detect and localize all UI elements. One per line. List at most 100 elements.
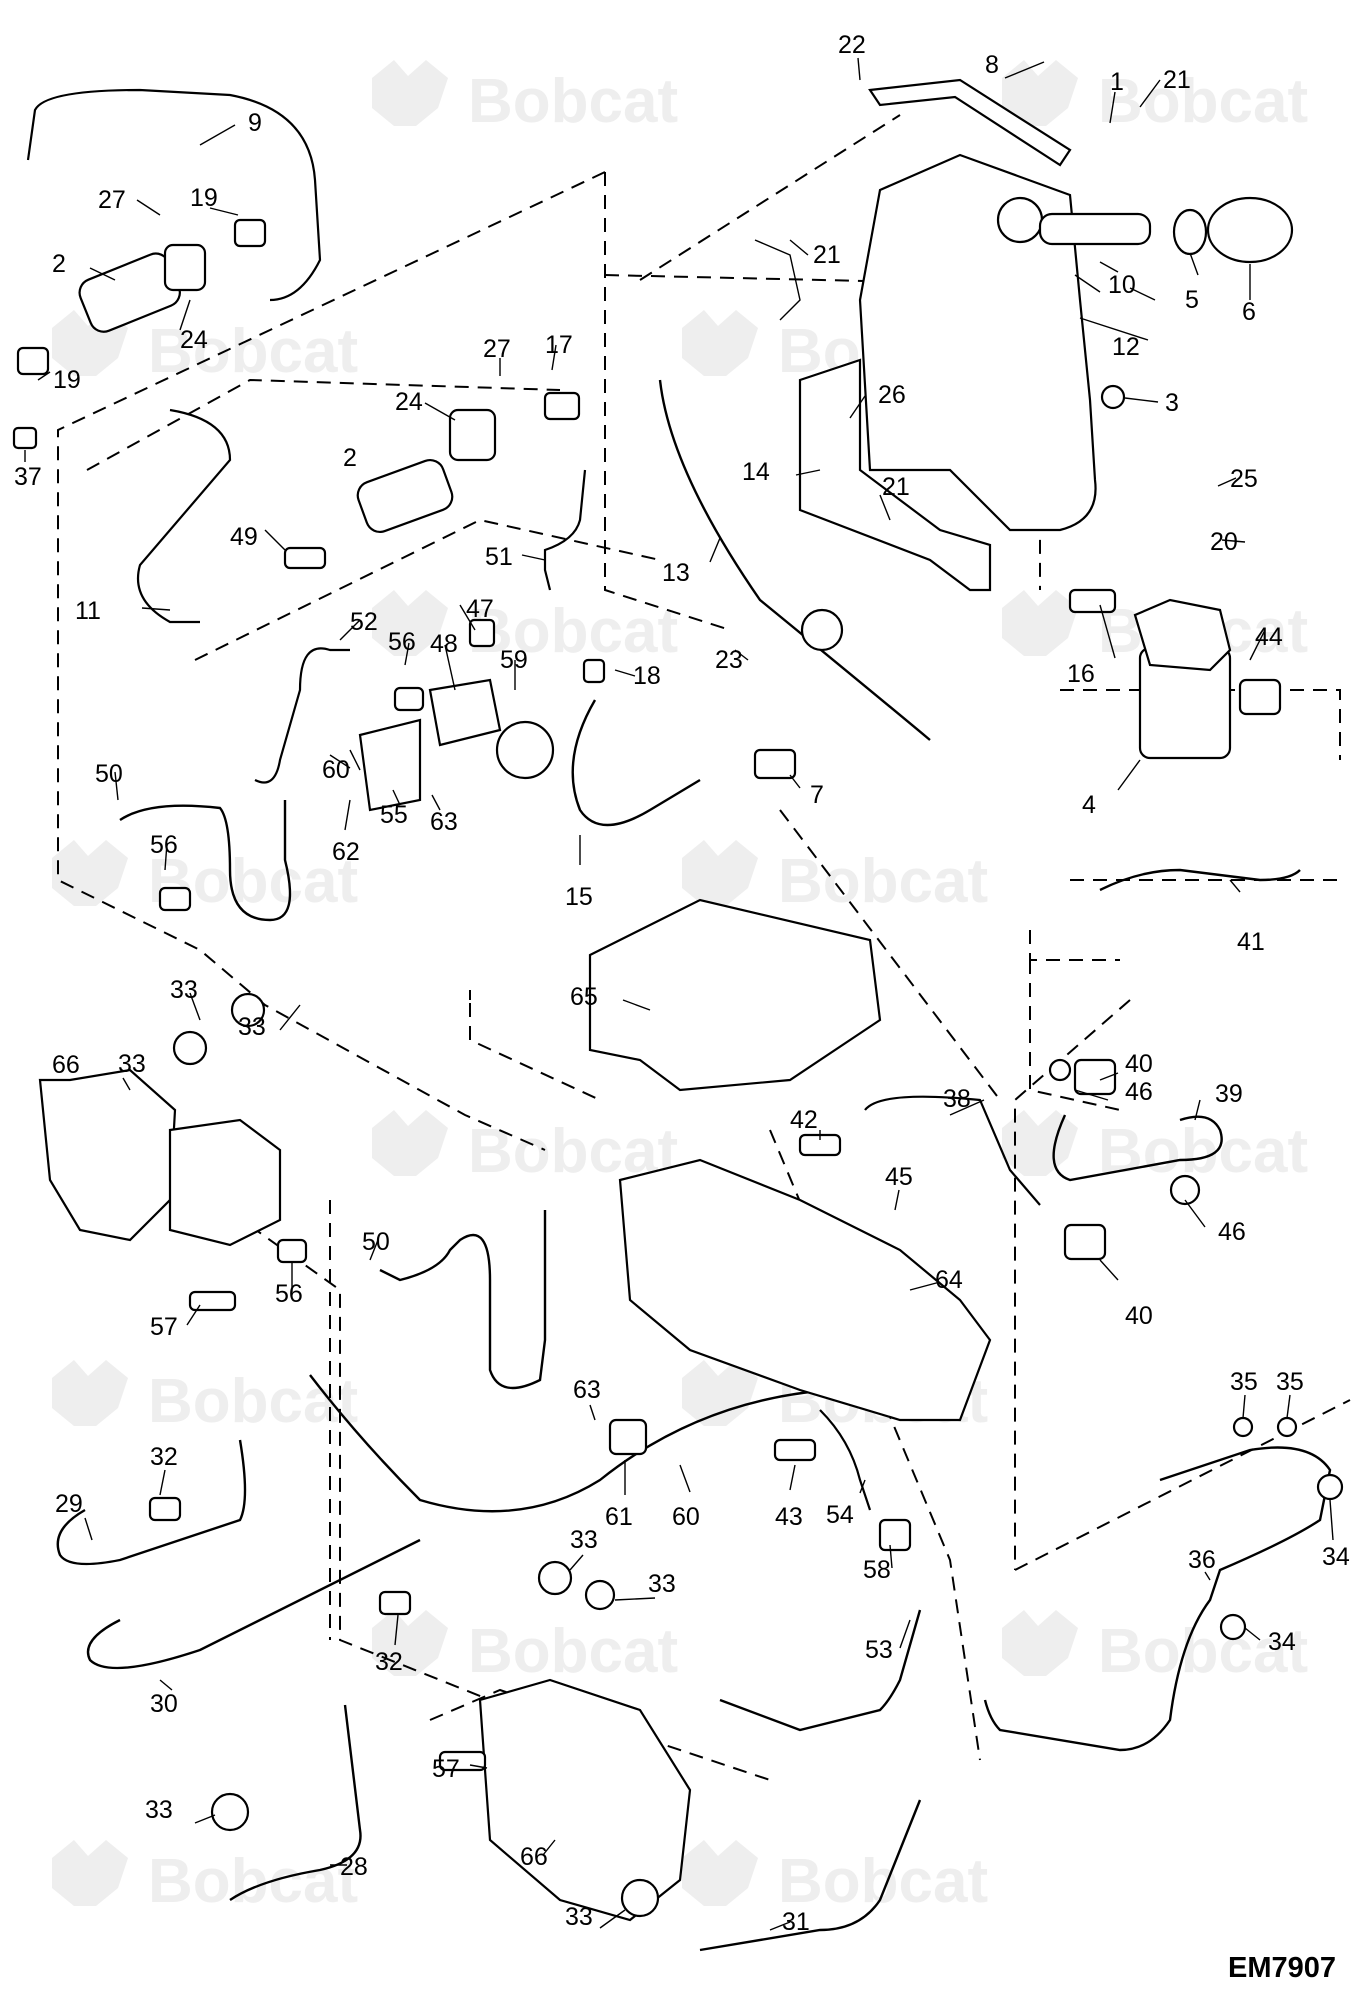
bobcat-watermarks: Bobcat Bobcat Bobcat Bobcat Bobcat Bobca… bbox=[52, 60, 1308, 1916]
callout-label: 22 bbox=[838, 31, 866, 59]
fitting-32 bbox=[148, 1496, 182, 1522]
callout-label: 33 bbox=[570, 1526, 598, 1554]
callout-label: 50 bbox=[362, 1228, 390, 1256]
watermark: Bobcat bbox=[372, 1110, 678, 1186]
components bbox=[12, 78, 1344, 1922]
callout-label: 57 bbox=[150, 1313, 178, 1341]
callout-label: 39 bbox=[1215, 1080, 1243, 1108]
callout-label: 19 bbox=[190, 184, 218, 212]
tube-54 bbox=[819, 1409, 872, 1511]
fitting-33 bbox=[584, 1579, 616, 1611]
callout-label: 46 bbox=[1125, 1078, 1153, 1106]
filler-neck bbox=[996, 196, 1044, 244]
callout-label: 66 bbox=[52, 1051, 80, 1079]
fitting-43 bbox=[773, 1438, 817, 1462]
callout-label: 33 bbox=[145, 1796, 173, 1824]
hose-31 bbox=[699, 1799, 922, 1952]
callout-label: 64 bbox=[935, 1266, 963, 1294]
fitting-40 bbox=[1073, 1058, 1117, 1096]
tube-11 bbox=[136, 408, 232, 624]
pump-lower bbox=[478, 1678, 692, 1922]
fitting-57 bbox=[188, 1290, 237, 1312]
callout-label: 44 bbox=[1255, 623, 1283, 651]
svg-text:Bobcat: Bobcat bbox=[468, 597, 678, 666]
callout-label: 56 bbox=[388, 628, 416, 656]
hose-lower-left bbox=[309, 1374, 831, 1513]
svg-text:Bobcat: Bobcat bbox=[148, 1847, 358, 1916]
callout-label: 33 bbox=[238, 1013, 266, 1041]
callout-label: 7 bbox=[810, 781, 824, 809]
solenoid-coil bbox=[495, 720, 555, 780]
watermark: Bobcat bbox=[52, 840, 358, 916]
callout-label: 57 bbox=[432, 1755, 460, 1783]
pump-upper-gear bbox=[168, 1118, 282, 1247]
plug bbox=[1100, 384, 1126, 410]
callout-label: 2 bbox=[52, 250, 66, 278]
watermark: Bobcat bbox=[1002, 1110, 1308, 1186]
callout-label: 60 bbox=[672, 1503, 700, 1531]
fitting-40 bbox=[1063, 1223, 1107, 1261]
hose-36 bbox=[983, 1446, 1332, 1752]
clamp-23 bbox=[800, 608, 844, 652]
callout-label: 51 bbox=[485, 543, 513, 571]
callout-label: 28 bbox=[340, 1853, 368, 1881]
callout-label: 11 bbox=[75, 597, 101, 625]
callout-label: 47 bbox=[466, 595, 494, 623]
callout-label: 56 bbox=[275, 1280, 303, 1308]
callout-label: 53 bbox=[865, 1636, 893, 1664]
clamp-24 bbox=[163, 243, 207, 292]
callout-label: 60 bbox=[322, 756, 350, 784]
callout-label: 37 bbox=[14, 463, 42, 491]
fill-tube bbox=[1038, 212, 1152, 246]
fitting-19 bbox=[233, 218, 267, 248]
hose-29 bbox=[56, 1439, 247, 1566]
callout-label: 24 bbox=[395, 388, 423, 416]
callout-label: 15 bbox=[565, 883, 593, 911]
callout-label: 65 bbox=[570, 983, 598, 1011]
callout-label: 56 bbox=[150, 831, 178, 859]
callout-label: 34 bbox=[1268, 1628, 1296, 1656]
callout-label: 17 bbox=[545, 331, 573, 359]
hose-28 bbox=[229, 1704, 362, 1901]
accumulator-lower bbox=[356, 459, 454, 533]
callout-label: 19 bbox=[53, 366, 81, 394]
callout-label: 34 bbox=[1322, 1543, 1350, 1571]
callout-label: 13 bbox=[662, 559, 690, 587]
watermark: Bobcat bbox=[682, 1840, 988, 1916]
callout-label: 21 bbox=[1163, 66, 1191, 94]
figure-code: EM7907 bbox=[1228, 1952, 1337, 1984]
tank-stay bbox=[754, 239, 801, 321]
callout-label: 9 bbox=[248, 109, 262, 137]
callout-label: 50 bbox=[95, 760, 123, 788]
callout-label: 62 bbox=[332, 838, 360, 866]
watermark: Bobcat bbox=[372, 60, 678, 136]
callout-label: 59 bbox=[500, 646, 528, 674]
main-pump bbox=[618, 1158, 992, 1422]
hose-41 bbox=[1099, 868, 1301, 892]
callout-label: 21 bbox=[882, 473, 910, 501]
callout-label: 29 bbox=[55, 1490, 83, 1518]
hose-39 bbox=[1052, 1114, 1223, 1182]
callout-label: 49 bbox=[230, 523, 258, 551]
svg-text:Bobcat: Bobcat bbox=[148, 1367, 358, 1436]
valve-bracket bbox=[358, 718, 422, 812]
svg-text:Bobcat: Bobcat bbox=[468, 1617, 678, 1686]
clamp-35 bbox=[1276, 1416, 1298, 1438]
callout-label: 45 bbox=[885, 1163, 913, 1191]
callout-label: 30 bbox=[150, 1690, 178, 1718]
callout-label: 46 bbox=[1218, 1218, 1246, 1246]
hose-13 bbox=[658, 379, 931, 741]
svg-text:Bobcat: Bobcat bbox=[468, 67, 678, 136]
watermark: Bobcat bbox=[52, 1360, 358, 1436]
callout-label: 33 bbox=[565, 1903, 593, 1931]
fitting-33 bbox=[620, 1878, 660, 1918]
fitting-16 bbox=[1068, 588, 1117, 614]
svg-text:Bobcat: Bobcat bbox=[778, 1847, 988, 1916]
assembly-dashed-lines bbox=[57, 114, 1351, 1781]
callout-label: 27 bbox=[98, 186, 126, 214]
callout-label: 12 bbox=[1112, 333, 1140, 361]
callout-label: 40 bbox=[1125, 1302, 1153, 1330]
svg-text:Bobcat: Bobcat bbox=[1098, 1617, 1308, 1686]
callout-label: 32 bbox=[150, 1443, 178, 1471]
callout-label: 42 bbox=[790, 1106, 818, 1134]
